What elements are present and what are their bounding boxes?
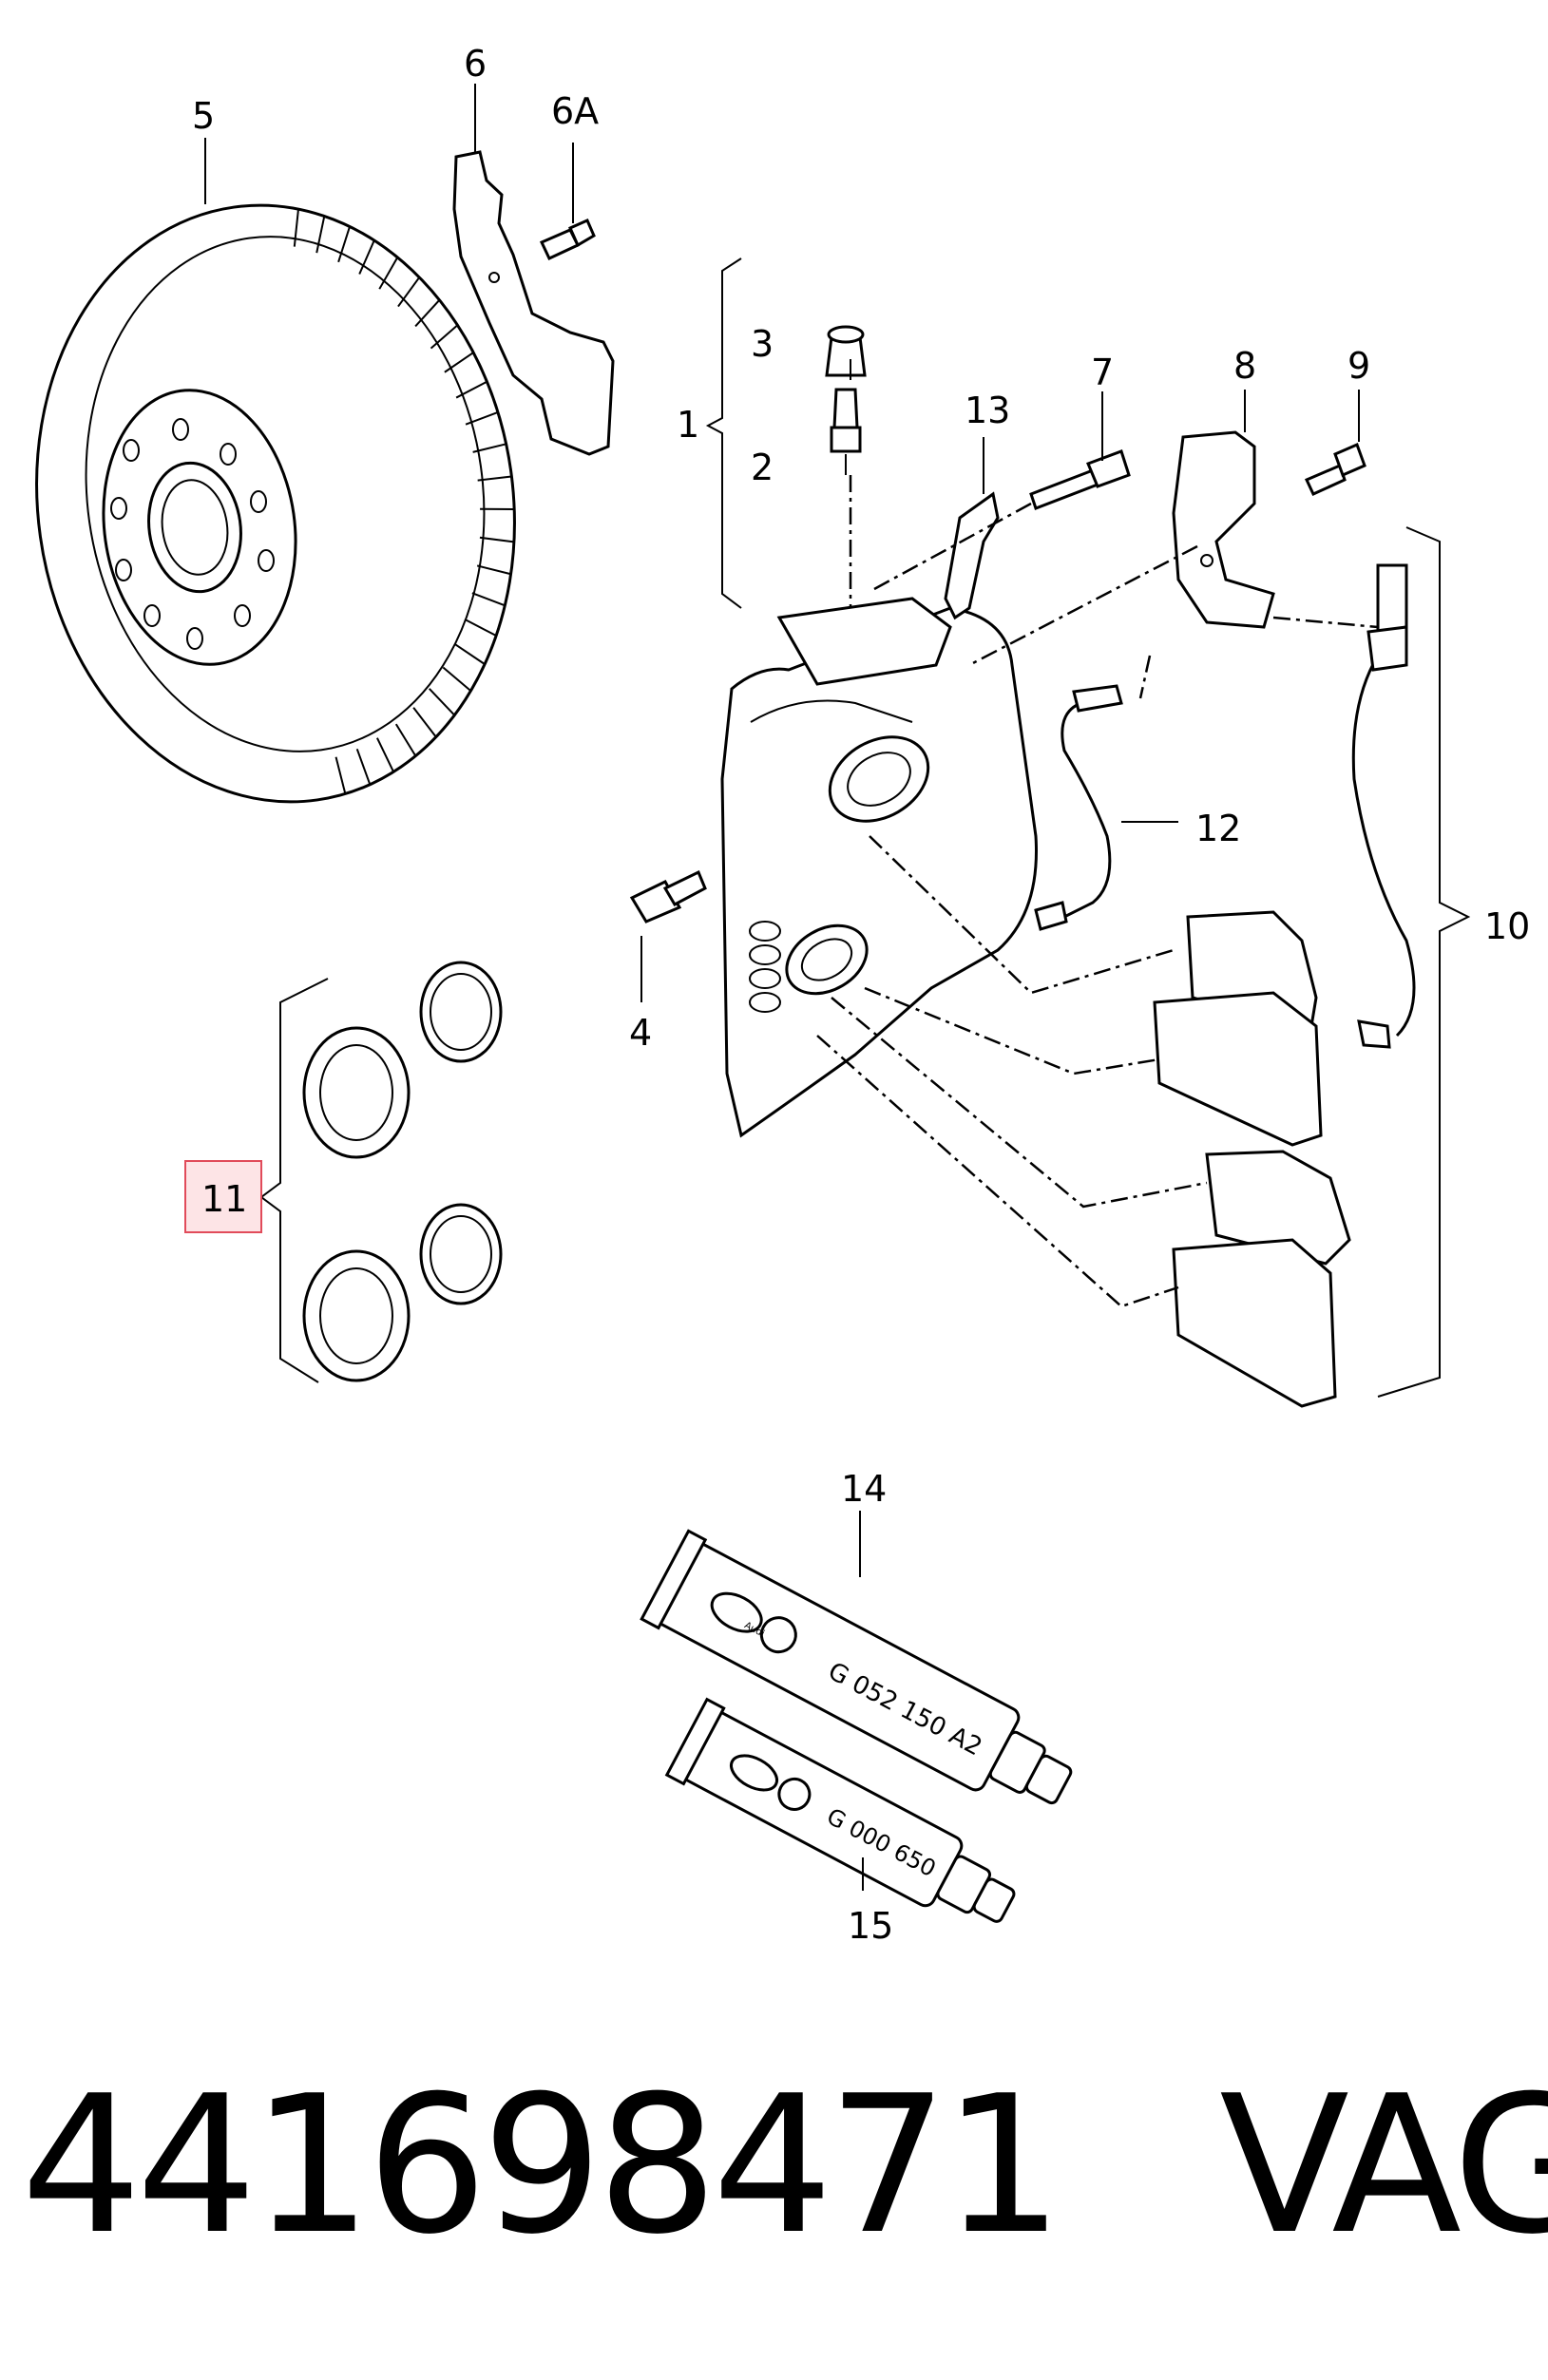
callout-3: 3 (751, 323, 774, 365)
bolt-4 (629, 869, 707, 923)
callout-8: 8 (1233, 345, 1256, 387)
leader-lines (204, 84, 1471, 1891)
callout-11: 11 (201, 1178, 247, 1220)
disc-vent (293, 209, 299, 247)
bolt-7 (1029, 449, 1131, 510)
callout-6: 6 (464, 43, 487, 85)
callout-6a: 6A (551, 90, 599, 132)
disc-vent (430, 324, 459, 350)
grease-tube-14: Audi G 052 150 A2 (640, 1529, 1073, 1805)
disc-vent (376, 737, 394, 772)
highlight-box-11 (184, 1160, 262, 1233)
callout-7: 7 (1091, 352, 1114, 393)
disc-vent (397, 276, 421, 308)
callout-12: 12 (1195, 808, 1241, 849)
bleeder-cap (825, 325, 867, 377)
disc-vent (412, 707, 437, 738)
callout-14: 14 (841, 1468, 887, 1510)
bolt-9 (1304, 442, 1366, 496)
disc-vent (355, 748, 372, 786)
disc-vent (479, 536, 515, 543)
disc-vent (414, 299, 441, 328)
clip-13 (944, 491, 1000, 620)
disc-vent (465, 410, 499, 426)
brake-pads (1153, 910, 1351, 1408)
wear-sensor-12 (1034, 684, 1123, 931)
disc-vent (455, 380, 487, 399)
disc-vent (394, 723, 417, 757)
bleeder-valve (830, 388, 862, 453)
callout-10: 10 (1484, 905, 1530, 947)
callout-2: 2 (751, 447, 774, 488)
part-number: 441698471 (21, 2055, 1063, 2276)
wear-sensor-10 (1351, 563, 1416, 1049)
callout-labels: 5 6 6A 1 3 2 13 7 8 9 12 10 4 11 14 15 (192, 43, 1530, 1947)
brake-assembly-diagram: Audi G 052 150 A2 G 000 650 (35, 43, 1530, 1947)
disc-vent (315, 216, 326, 254)
bolt-6a (539, 219, 596, 260)
disc-vent (476, 564, 511, 576)
disc-vent (444, 352, 474, 373)
disc-vent (378, 257, 399, 290)
disc-vent (442, 666, 472, 692)
callout-15: 15 (848, 1905, 893, 1947)
callout-13: 13 (965, 390, 1010, 431)
callout-4: 4 (629, 1012, 652, 1054)
disc-vent (337, 226, 351, 263)
disc-vent (472, 443, 506, 453)
brake-disc (35, 203, 516, 804)
caliper (720, 597, 1038, 1138)
disc-vent (477, 475, 512, 482)
disc-vent (334, 756, 347, 794)
disc-vent (454, 643, 486, 665)
bracket-8 (1172, 430, 1275, 629)
disc-vent (471, 592, 506, 607)
callout-9: 9 (1347, 345, 1370, 387)
disc-vent (464, 618, 497, 637)
splash-shield (452, 150, 615, 456)
assembly-lines (816, 475, 1379, 1308)
piston-seals-kit (302, 961, 503, 1382)
grease-tube-15: G 000 650 (664, 1697, 1016, 1923)
callout-1: 1 (677, 404, 699, 446)
disc-vent (358, 239, 375, 275)
brand-name: VAG (1219, 2055, 1548, 2276)
callout-5: 5 (192, 95, 215, 137)
disc-vent (428, 688, 455, 716)
